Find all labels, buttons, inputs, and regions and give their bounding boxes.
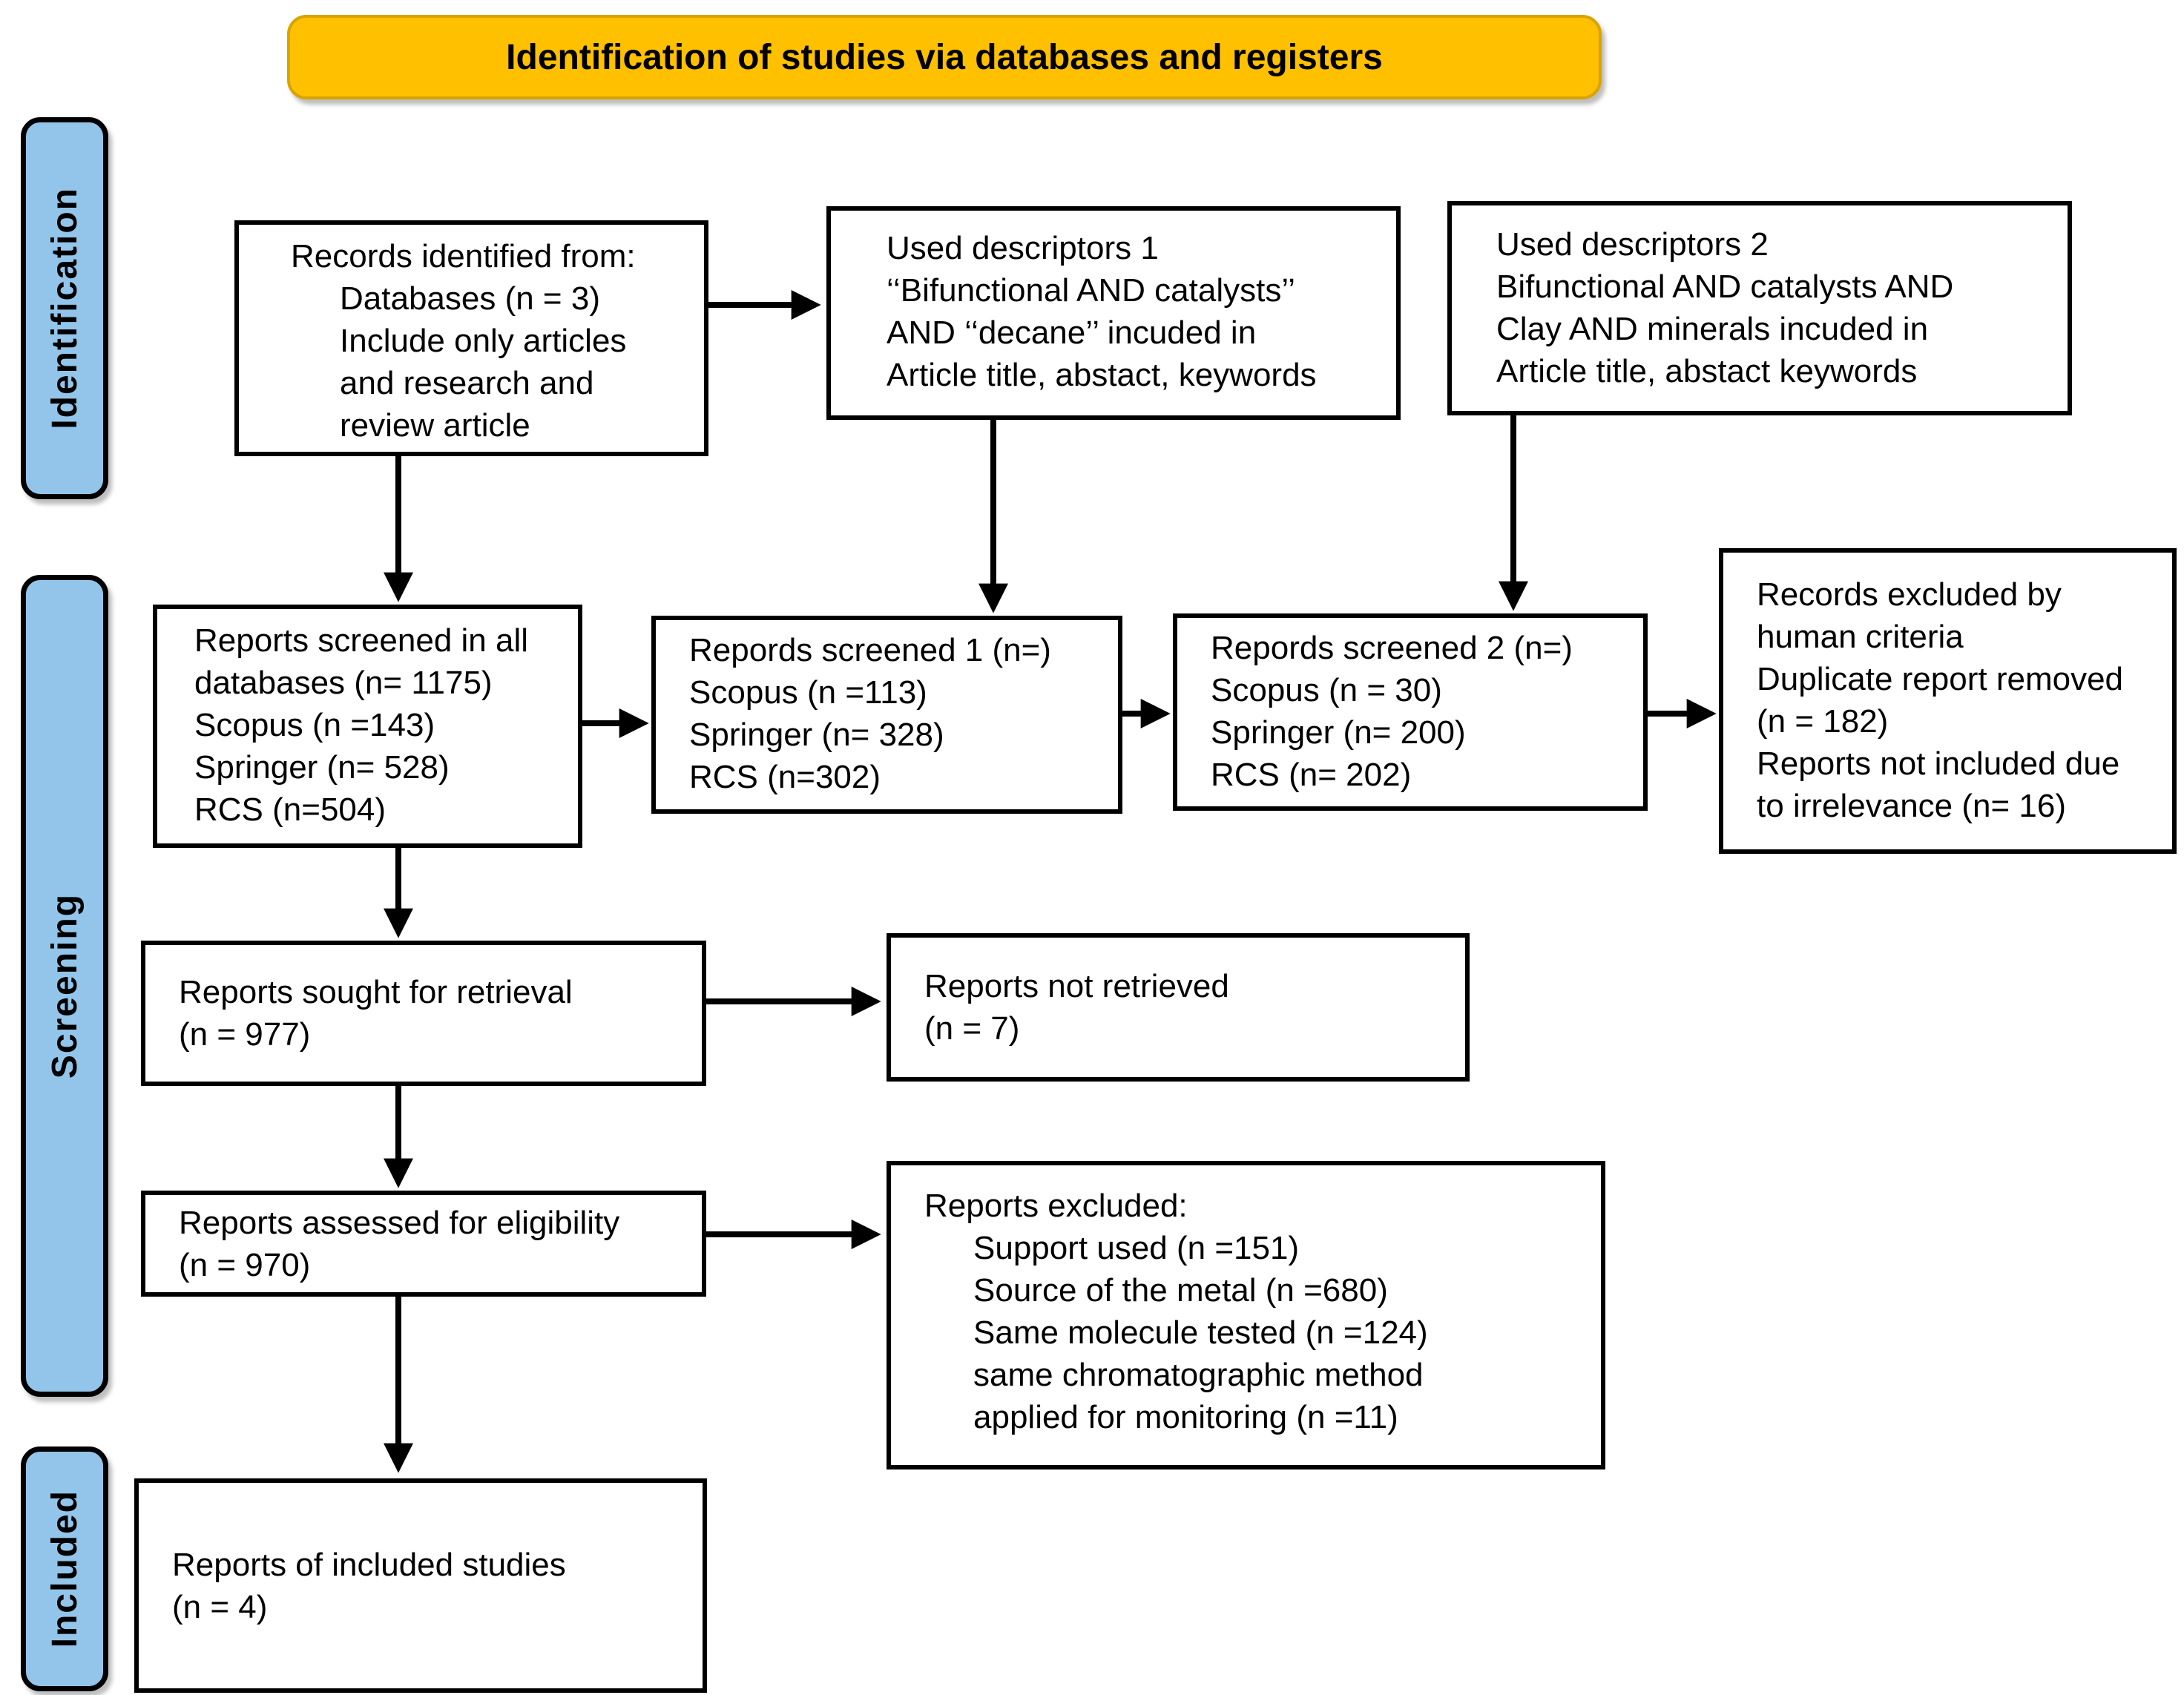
text-line: Reports assessed for eligibility bbox=[179, 1204, 620, 1241]
text-line: AND ‘‘decane’’ incuded in bbox=[887, 315, 1257, 351]
stage-identification-label: Identification bbox=[45, 187, 85, 429]
text-line: ‘‘Bifunctional AND catalysts’’ bbox=[887, 272, 1296, 309]
text-line: Duplicate report removed bbox=[1757, 661, 2124, 697]
text-line: (n = 4) bbox=[172, 1588, 268, 1625]
box-reports-excluded-reasons: Reports excluded: Support used (n =151) So… bbox=[887, 1161, 1605, 1469]
text-line: Scopus (n =143) bbox=[194, 707, 435, 743]
text-line: Source of the metal (n =680) bbox=[973, 1272, 1388, 1309]
text-line: Support used (n =151) bbox=[973, 1230, 1300, 1266]
text-line: RCS (n= 202) bbox=[1211, 757, 1412, 793]
text-line: and research and bbox=[340, 365, 594, 401]
box-records-identified: Records identified from: Databases (n = 3… bbox=[234, 220, 708, 456]
text-line: Reports screened in all bbox=[194, 622, 529, 659]
text-line: RCS (n=302) bbox=[689, 759, 881, 795]
box-reports-assessed-eligibility: Reports assessed for eligibility (n = 970… bbox=[141, 1191, 706, 1297]
text-line: Scopus (n = 30) bbox=[1211, 672, 1442, 708]
text-line: human criteria bbox=[1757, 619, 1964, 655]
box-reports-included-studies: Reports of included studies (n = 4) bbox=[134, 1478, 707, 1693]
text-line: applied for monitoring (n =11) bbox=[973, 1399, 1398, 1435]
box-reports-screened-all: Reports screened in all databases (n= 117… bbox=[153, 605, 582, 848]
text-line: Article title, abstact keywords bbox=[1496, 353, 1918, 389]
box-used-descriptors-1: Used descriptors 1 ‘‘Bifunctional AND cat… bbox=[826, 206, 1401, 420]
text-line: Springer (n= 200) bbox=[1211, 714, 1466, 751]
stage-included: Included bbox=[21, 1446, 108, 1691]
stage-included-label: Included bbox=[45, 1490, 85, 1648]
text-line: Repords screened 1 (n=) bbox=[689, 632, 1051, 668]
text-line: (n = 182) bbox=[1757, 703, 1889, 740]
text-line: (n = 977) bbox=[179, 1016, 311, 1053]
text-line: Records identified from: bbox=[291, 238, 636, 274]
text-line: Scopus (n =113) bbox=[689, 674, 927, 711]
stage-screening-label: Screening bbox=[45, 892, 85, 1079]
text-line: Include only articles bbox=[340, 323, 627, 359]
text-line: Repords screened 2 (n=) bbox=[1211, 630, 1573, 666]
text-line: Springer (n= 528) bbox=[194, 749, 450, 786]
text-line: Same molecule tested (n =124) bbox=[973, 1314, 1428, 1351]
text-line: Reports not retrieved bbox=[924, 968, 1229, 1004]
box-used-descriptors-2: Used descriptors 2 Bifunctional AND catal… bbox=[1447, 201, 2072, 415]
text-line: Springer (n= 328) bbox=[689, 717, 944, 753]
text-line: databases (n= 1175) bbox=[194, 665, 493, 701]
stage-screening: Screening bbox=[21, 575, 108, 1397]
stage-identification: Identification bbox=[21, 117, 108, 499]
box-records-screened-1: Repords screened 1 (n=) Scopus (n =113) Sp… bbox=[651, 616, 1122, 814]
text-line: Records excluded by bbox=[1757, 576, 2062, 613]
text-line: review article bbox=[340, 407, 530, 444]
text-line: Reports excluded: bbox=[924, 1188, 1188, 1224]
text-line: Bifunctional AND catalysts AND bbox=[1496, 269, 1954, 305]
text-line: Article title, abstact, keywords bbox=[887, 357, 1317, 393]
text-line: same chromatographic method bbox=[973, 1357, 1424, 1393]
text-line: Databases (n = 3) bbox=[340, 280, 600, 317]
text-line: (n = 970) bbox=[179, 1246, 311, 1283]
text-line: Reports of included studies bbox=[172, 1546, 566, 1583]
text-line: RCS (n=504) bbox=[194, 791, 387, 828]
box-reports-not-retrieved: Reports not retrieved (n = 7) bbox=[887, 933, 1470, 1082]
banner: Identification of studies via databases … bbox=[287, 15, 1602, 99]
text-line: Used descriptors 2 bbox=[1496, 226, 1769, 263]
box-reports-sought-retrieval: Reports sought for retrieval (n = 977) bbox=[141, 941, 706, 1086]
text-line: Reports not included due bbox=[1757, 746, 2120, 782]
box-records-screened-2: Repords screened 2 (n=) Scopus (n = 30) Sp… bbox=[1173, 613, 1648, 811]
text-line: to irrelevance (n= 16) bbox=[1757, 788, 2066, 824]
text-line: (n = 7) bbox=[924, 1010, 1020, 1047]
text-line: Reports sought for retrieval bbox=[179, 974, 573, 1010]
banner-title: Identification of studies via databases … bbox=[506, 37, 1383, 77]
text-line: Clay AND minerals incuded in bbox=[1496, 311, 1929, 347]
text-line: Used descriptors 1 bbox=[887, 230, 1159, 266]
